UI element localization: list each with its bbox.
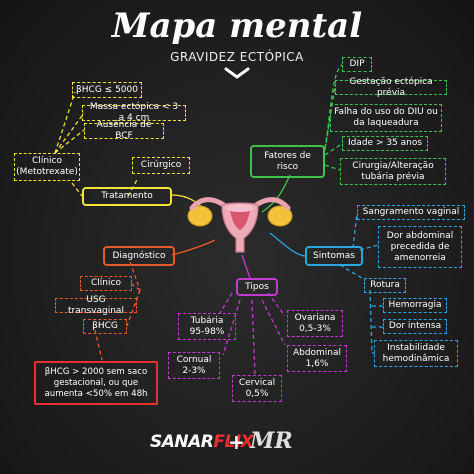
- tipo-name: Cornual: [176, 354, 212, 365]
- risco-idade: Idade > 35 anos: [342, 136, 428, 151]
- tipos-node: Tipos: [236, 278, 278, 296]
- tipo-pct: 2-3%: [182, 365, 206, 376]
- diagnostico-hcg-note: βHCG > 2000 sem saco gestacional, ou que…: [34, 361, 158, 405]
- logo-part-sanar: SANAR: [150, 432, 214, 452]
- sanarflix-logo: SANARFLIX: [150, 432, 254, 452]
- risco-dip: DIP: [342, 57, 372, 72]
- mr-logo: MR: [250, 428, 293, 454]
- tipo-pct: 1,6%: [305, 358, 329, 369]
- tipo-pct: 0,5-3%: [299, 323, 331, 334]
- tipo-tubaria: Tubária 95-98%: [178, 313, 236, 340]
- tratamento-node: Tratamento: [82, 187, 172, 206]
- tipo-name: Abdominal: [292, 347, 342, 358]
- diagnostico-usg: USG transvaginal: [55, 295, 137, 316]
- risco-node: Fatores de risco: [250, 145, 325, 178]
- tipo-name: Tubária: [190, 315, 224, 326]
- risco-falha-diu: Falha do uso do DIU ou da laqueadura: [330, 104, 442, 132]
- tipo-cervical: Cervical 0,5%: [232, 375, 282, 402]
- criteria-bcf: Ausência de BCF: [84, 120, 164, 141]
- sintoma-sangramento: Sangramento vaginal: [357, 205, 465, 220]
- tratamento-clinico: Clínico (Metotrexate): [14, 153, 80, 181]
- criteria-massa: Massa ectópica < 3 a 4 cm: [82, 102, 186, 123]
- rotura-instabilidade: Instabilidade hemodinâmica: [374, 340, 458, 367]
- page-subtitle: GRAVIDEZ ECTÓPICA: [170, 50, 304, 64]
- criteria-hcg: βHCG ≤ 5000: [72, 82, 142, 98]
- diagnostico-hcg: βHCG: [83, 319, 127, 334]
- risco-gestacao-previa: Gestação ectópica prévia: [335, 77, 447, 98]
- diagnostico-node: Diagnóstico: [103, 246, 175, 266]
- rotura-hemorragia: Hemorragia: [383, 298, 447, 313]
- tipo-name: Ovariana: [294, 312, 336, 323]
- diagnostico-clinico: Clínico: [80, 276, 132, 291]
- tipo-cornual: Cornual 2-3%: [168, 352, 220, 379]
- sintoma-dor-abdominal: Dor abdominal precedida de amenorreia: [378, 226, 462, 268]
- sintomas-node: Sintomas: [305, 246, 363, 266]
- tipo-ovariana: Ovariana 0,5-3%: [287, 310, 343, 337]
- rotura-node: Rotura: [364, 278, 406, 293]
- uterus-illustration: [187, 197, 293, 253]
- logo-part-flix: FLIX: [213, 432, 254, 452]
- tipo-pct: 0,5%: [245, 388, 269, 399]
- rotura-dor-intensa: Dor intensa: [383, 319, 447, 334]
- page-title: Mapa mental: [111, 6, 363, 46]
- tipo-name: Cervical: [238, 377, 276, 388]
- tipo-pct: 95-98%: [189, 326, 225, 337]
- tratamento-cirurgico: Cirúrgico: [132, 157, 190, 174]
- plus-icon: +: [228, 430, 245, 454]
- tipo-abdominal: Abdominal 1,6%: [287, 345, 347, 372]
- chevron-down-icon: [224, 67, 250, 79]
- risco-cirurgia-tubaria: Cirurgia/Alteração tubária prévia: [340, 158, 446, 185]
